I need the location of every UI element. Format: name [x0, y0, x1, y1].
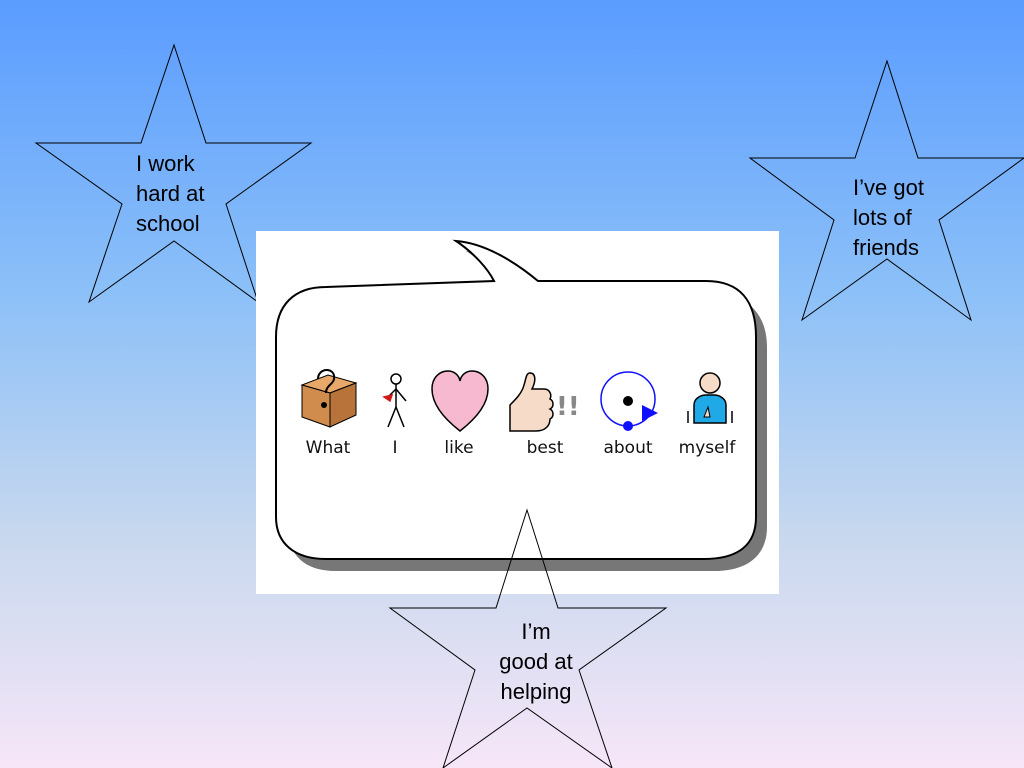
- word-best: best: [526, 438, 564, 458]
- question-box-icon: [300, 369, 358, 428]
- star-right-line-1: I’ve got: [853, 175, 924, 200]
- star-right-line-3: friends: [853, 235, 920, 260]
- svg-text:!!: !!: [556, 392, 580, 422]
- star-bottom-line-2: good at: [499, 649, 573, 674]
- star-right-text: I’ve got lots of friends: [853, 173, 924, 263]
- star-right-line-2: lots of: [853, 205, 912, 230]
- star-bottom-text: I’m good at helping: [494, 617, 578, 707]
- star-left-text: I work hard at school: [136, 149, 205, 239]
- star-left-line-1: I work: [136, 151, 195, 176]
- circle-arrow-icon: [600, 371, 658, 431]
- heart-icon: [431, 370, 489, 432]
- word-i: I: [392, 438, 398, 458]
- star-left-line-2: hard at: [136, 181, 205, 206]
- speech-bubble-image: !! What I like best about myself: [256, 231, 779, 594]
- stick-figure-icon: [382, 373, 407, 428]
- speech-bubble-svg: !!: [275, 239, 767, 571]
- word-what: What: [305, 438, 351, 458]
- word-myself: myself: [678, 438, 736, 458]
- star-left-line-3: school: [136, 211, 200, 236]
- star-bottom-line-1: I’m: [521, 619, 551, 644]
- word-about: about: [603, 438, 653, 458]
- person-icon: [687, 372, 733, 424]
- star-bottom-line-3: helping: [500, 679, 572, 704]
- word-like: like: [444, 438, 474, 458]
- thumbs-up-icon: !!: [509, 372, 580, 432]
